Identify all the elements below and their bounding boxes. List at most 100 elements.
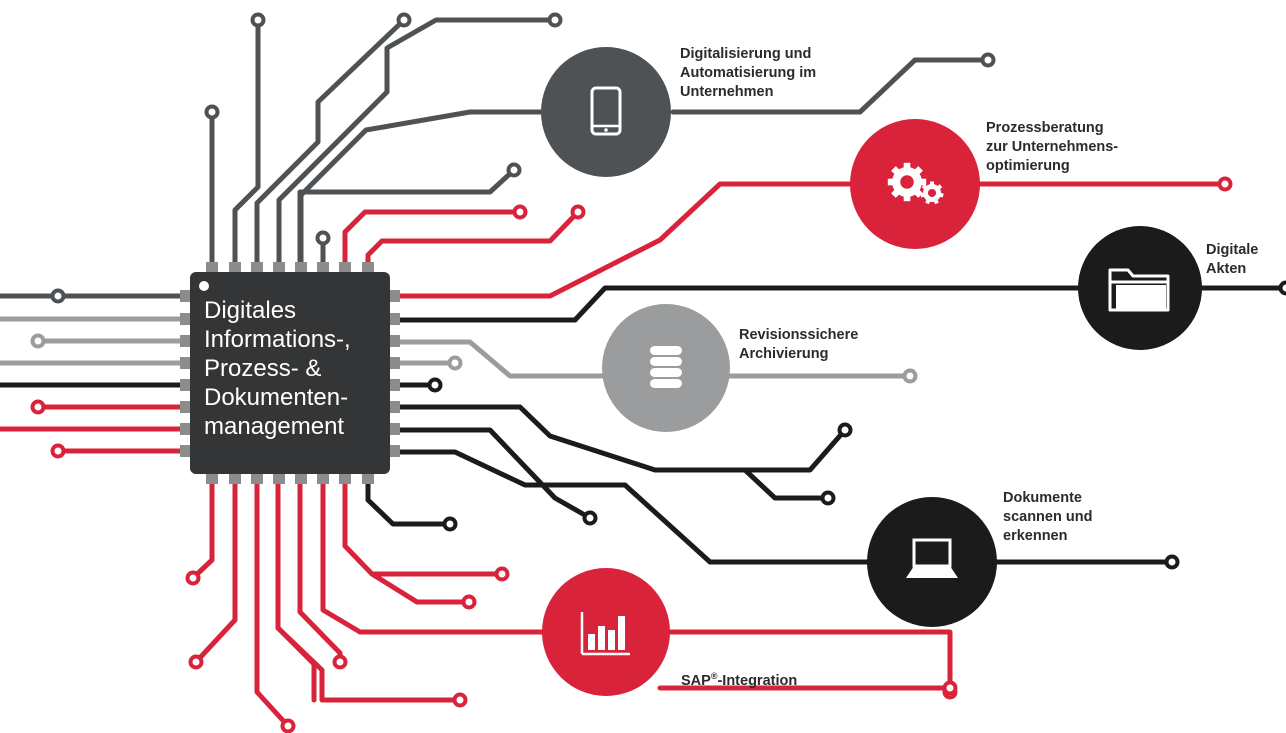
node-sap — [542, 568, 670, 696]
chip-pin-bottom-3 — [273, 472, 285, 484]
trace-terminal-8 — [570, 204, 586, 220]
trace-25 — [275, 625, 463, 703]
trace-terminal-18 — [1164, 554, 1180, 570]
label-scannen-line-2: scannen und — [1003, 509, 1093, 525]
trace-terminal-11 — [1278, 280, 1286, 296]
trace-terminal-9 — [980, 52, 996, 68]
label-digitalisierung-line-1: Digitalisierung und — [680, 46, 812, 62]
chip-pin-bottom-0 — [206, 472, 218, 484]
chip-pin-bottom-7 — [362, 472, 374, 484]
trace-terminal-2 — [396, 12, 412, 28]
left-trace-terminal-2 — [30, 399, 46, 415]
trace-23 — [297, 479, 343, 665]
chip-pin-left-3 — [180, 357, 192, 369]
label-prozessberatung-line-2: zur Unternehmens- — [986, 139, 1119, 155]
label-archivierung-line-1: Revisionssichere — [739, 327, 859, 343]
chip-pin-left-4 — [180, 379, 192, 391]
trace-22 — [320, 479, 953, 695]
label-prozessberatung: Prozessberatung zur Unternehmens- optimi… — [986, 119, 1118, 176]
trace-terminal-17 — [582, 510, 598, 526]
node-digital — [541, 47, 671, 177]
trace-terminal-5 — [506, 162, 522, 178]
chip-pin-top-4 — [295, 262, 307, 274]
chip-pin-left-2 — [180, 335, 192, 347]
trace-21 — [369, 571, 472, 605]
node-sap-circle — [542, 568, 670, 696]
trace-28 — [190, 479, 215, 581]
label-scannen-line-1: Dokumente — [1003, 490, 1082, 506]
chip-pin-right-0 — [388, 290, 400, 302]
chip-pin-left-0 — [180, 290, 192, 302]
folder-icon — [1108, 268, 1170, 312]
chip-title-line-3: Prozess- & — [204, 355, 322, 382]
label-digitalisierung: Digitalisierung und Automatisierung im U… — [680, 45, 816, 102]
left-trace-terminal-3 — [50, 443, 66, 459]
chip-title-line-5: management — [204, 413, 345, 440]
chip-pin-top-6 — [339, 262, 351, 274]
chip-pins — [180, 262, 400, 484]
trace-terminal-15 — [837, 422, 853, 438]
database-icon — [650, 346, 682, 388]
chip-pin-top-0 — [206, 262, 218, 274]
trace-20 — [342, 479, 505, 577]
chip-pin-top-1 — [229, 262, 241, 274]
trace-15 — [392, 404, 848, 473]
label-archivierung: Revisionssichere Archivierung — [739, 326, 858, 364]
trace-terminal-16 — [820, 490, 836, 506]
trace-terminal-26 — [280, 718, 296, 733]
chip-pin-right-2 — [388, 335, 400, 347]
chip-pin-bottom-2 — [251, 472, 263, 484]
node-scan-circle — [867, 497, 997, 627]
label-digitale-akten: Digitale Akten — [1206, 241, 1258, 279]
chip-title-line-4: Dokumenten- — [204, 384, 349, 411]
trace-terminal-0 — [204, 104, 220, 120]
trace-24 — [275, 479, 317, 703]
chip-pin-right-5 — [388, 401, 400, 413]
node-akten — [1078, 226, 1202, 350]
tablet-icon — [590, 86, 622, 136]
trace-terminal-38 — [942, 680, 958, 696]
trace-2 — [254, 17, 407, 268]
trace-terminal-6 — [315, 230, 331, 246]
trace-terminal-20 — [494, 566, 510, 582]
node-scan — [867, 497, 997, 627]
trace-terminal-7 — [512, 204, 528, 220]
circuit-traces — [0, 17, 1286, 729]
trace-8 — [365, 209, 581, 268]
chip-pin-right-1 — [388, 313, 400, 325]
trace-7 — [342, 209, 523, 268]
chip-pin-left-1 — [180, 313, 192, 325]
trace-terminal-12 — [902, 368, 918, 384]
trace-terminal-21 — [461, 594, 477, 610]
label-prozessberatung-line-3: optimierung — [986, 158, 1070, 174]
trace-terminal-23 — [332, 654, 348, 670]
chip-pin-bottom-5 — [317, 472, 329, 484]
trace-terminal-3 — [547, 12, 563, 28]
trace-5 — [297, 167, 517, 268]
chip-pin-right-3 — [388, 357, 400, 369]
chip-body — [190, 272, 390, 474]
chip-pin-right-6 — [388, 423, 400, 435]
label-scannen-line-3: erkennen — [1003, 528, 1068, 544]
chip-pin-left-6 — [180, 423, 192, 435]
chip-title-line-2: Informations-, — [204, 326, 351, 353]
trace-3 — [276, 17, 558, 268]
trace-terminals — [30, 12, 1286, 733]
trace-terminal-25 — [452, 692, 468, 708]
node-prozess — [850, 119, 980, 249]
chip-orientation-dot — [199, 281, 209, 291]
chip-pin-top-5 — [317, 262, 329, 274]
left-trace-terminal-0 — [50, 288, 66, 304]
chip-pin-right-4 — [388, 379, 400, 391]
trace-terminal-10 — [1217, 176, 1233, 192]
node-digital-circle — [541, 47, 671, 177]
label-prozessberatung-line-1: Prozessberatung — [986, 120, 1104, 136]
label-digitalisierung-line-3: Unternehmen — [680, 84, 774, 100]
chip-title-line-1: Digitales — [204, 297, 297, 324]
trace-terminal-1 — [250, 12, 266, 28]
trace-18 — [392, 449, 1175, 565]
label-sap-suffix: -Integration — [717, 672, 798, 689]
trace-19 — [365, 479, 453, 527]
label-digitalisierung-line-2: Automatisierung im — [680, 65, 817, 81]
